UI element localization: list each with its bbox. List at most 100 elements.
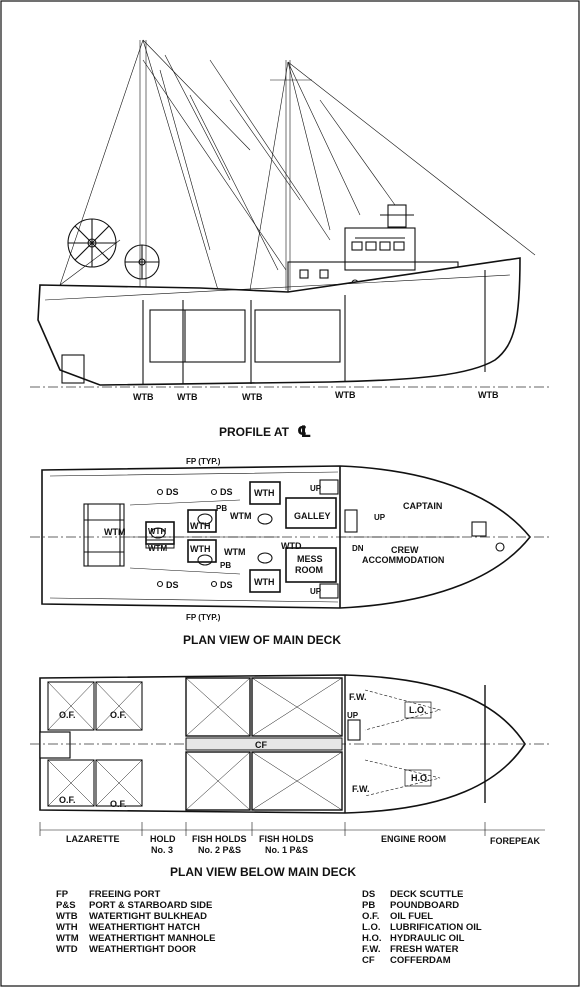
legend-abbr-of: O.F.: [362, 911, 379, 922]
wtm-label-3: WTM: [230, 511, 252, 521]
pb-label-1: PB: [216, 504, 227, 513]
rudder: [61, 354, 85, 384]
crew-label-1: CREW: [391, 545, 419, 555]
fish-holds: [185, 677, 343, 811]
legend-desc-of: OIL FUEL: [390, 911, 433, 922]
legend-abbr-wth: WTH: [56, 922, 78, 933]
crew-label-2: ACCOMMODATION: [362, 555, 444, 565]
weathertight-hatches: [145, 481, 281, 593]
below-deck-plan: O.F. O.F. O.F. O.F. CF F.W. F.W. L.O. H.…: [30, 674, 550, 879]
mess-label-2: ROOM: [295, 565, 323, 575]
hold3-label-2: No. 3: [151, 845, 173, 855]
fh1-label-1: FISH HOLDS: [259, 834, 314, 844]
legend-desc-wtb: WATERTIGHT BULKHEAD: [89, 911, 207, 922]
legend-abbr-ps: P&S: [56, 900, 76, 911]
main-deck-title: PLAN VIEW OF MAIN DECK: [183, 633, 341, 647]
wth-label-5: WTH: [148, 527, 166, 536]
fp-top-label: FP (TYP.): [186, 457, 221, 466]
fuel-tanks: [47, 681, 143, 807]
up-label-2: UP: [374, 513, 386, 522]
wtm-label-1: WTM: [104, 527, 126, 537]
legend-desc-fw: FRESH WATER: [390, 944, 459, 955]
legend-abbr-fw: F.W.: [362, 944, 380, 955]
up-label-3: UP: [310, 587, 322, 596]
legend-desc-ps: PORT & STARBOARD SIDE: [89, 900, 212, 911]
stern-recess: [39, 731, 71, 759]
mess-label-1: MESS: [297, 554, 323, 564]
legend-desc-wtm: WEATHERTIGHT MANHOLE: [89, 933, 215, 944]
ds-label-1: DS: [166, 487, 179, 497]
manholes: [150, 513, 273, 566]
of-label-1: O.F.: [59, 710, 76, 720]
engine-room: [344, 675, 486, 813]
profile-title: PROFILE AT: [219, 425, 290, 439]
lazarette-label: LAZARETTE: [66, 834, 120, 844]
fh1-label-2: No. 1 P&S: [265, 845, 308, 855]
up-label-1: UP: [310, 484, 322, 493]
legend-abbr-fp: FP: [56, 889, 69, 900]
main-deck-plan: FP (TYP.) FP (TYP.) DS DS DS DS WTH WTH …: [30, 457, 550, 647]
of-label-4: O.F.: [110, 799, 127, 809]
wtb-label-3: WTB: [242, 392, 263, 402]
legend-abbr-lo: L.O.: [362, 922, 380, 933]
ds-label-4: DS: [220, 580, 233, 590]
ho-label: H.O.: [411, 773, 430, 783]
hold3-label-1: HOLD: [150, 834, 176, 844]
rigging: [59, 39, 536, 291]
deckhouse: [285, 466, 505, 608]
legend-desc-lo: LUBRIFICATION OIL: [390, 922, 482, 933]
legend-desc-cf: COFFERDAM: [390, 955, 451, 966]
bulkheads-profile: [142, 270, 486, 384]
centerline-symbol: ℄: [297, 424, 311, 441]
wth-label-2: WTH: [254, 577, 275, 587]
up-label-below: UP: [347, 711, 359, 720]
of-label-2: O.F.: [110, 710, 127, 720]
fw-label-1: F.W.: [349, 692, 367, 702]
fw-label-2: F.W.: [352, 784, 370, 794]
legend-abbr-ho: H.O.: [362, 933, 382, 944]
net-drums: [67, 218, 160, 280]
wtm-label-4: WTM: [224, 547, 246, 557]
wtb-label-4: WTB: [335, 390, 356, 400]
dn-label: DN: [352, 544, 364, 553]
profile-view: WTB WTB WTB WTB WTB PROFILE AT ℄: [30, 39, 550, 441]
bulwark-lines: [49, 471, 339, 603]
cf-label: CF: [255, 740, 267, 750]
sheer-line: [44, 274, 511, 301]
galley-label: GALLEY: [294, 511, 331, 521]
legend-abbr-wtb: WTB: [56, 911, 78, 922]
fh2-label-2: No. 2 P&S: [198, 845, 241, 855]
wtb-label-1: WTB: [133, 392, 154, 402]
legend-desc-ds: DECK SCUTTLE: [390, 889, 463, 900]
legend-desc-fp: FREEING PORT: [89, 889, 160, 900]
pb-label-2: PB: [220, 561, 231, 570]
legend-desc-ho: HYDRAULIC OIL: [390, 933, 465, 944]
stern-gantry: [83, 503, 125, 567]
legend-desc-pb: POUNDBOARD: [390, 900, 459, 911]
legend-desc-wtd: WEATHERTIGHT DOOR: [89, 944, 196, 955]
wtb-label-5: WTB: [478, 390, 499, 400]
lo-label: L.O.: [409, 705, 427, 715]
wth-label-3: WTH: [190, 521, 211, 531]
engine-room-label: ENGINE ROOM: [381, 834, 446, 844]
legend: FP FREEING PORT P&S PORT & STARBOARD SID…: [56, 889, 482, 966]
legend-abbr-ds: DS: [362, 889, 375, 900]
wth-label-4: WTH: [190, 544, 211, 554]
compartment-dimension-line: [39, 822, 545, 836]
fp-bottom-label: FP (TYP.): [186, 613, 221, 622]
hull-profile: [37, 257, 521, 386]
wtd-label: WTD: [281, 541, 302, 551]
forepeak-label: FOREPEAK: [490, 836, 541, 846]
legend-desc-wth: WEATHERTIGHT HATCH: [89, 922, 200, 933]
wtm-label-2: WTM: [148, 544, 167, 553]
legend-abbr-cf: CF: [362, 955, 375, 966]
below-deck-title: PLAN VIEW BELOW MAIN DECK: [170, 865, 356, 879]
legend-abbr-wtm: WTM: [56, 933, 79, 944]
captain-label: CAPTAIN: [403, 501, 442, 511]
wtb-label-2: WTB: [177, 392, 198, 402]
scuttles: [156, 488, 218, 588]
of-label-3: O.F.: [59, 795, 76, 805]
hold-hatches: [149, 309, 341, 363]
